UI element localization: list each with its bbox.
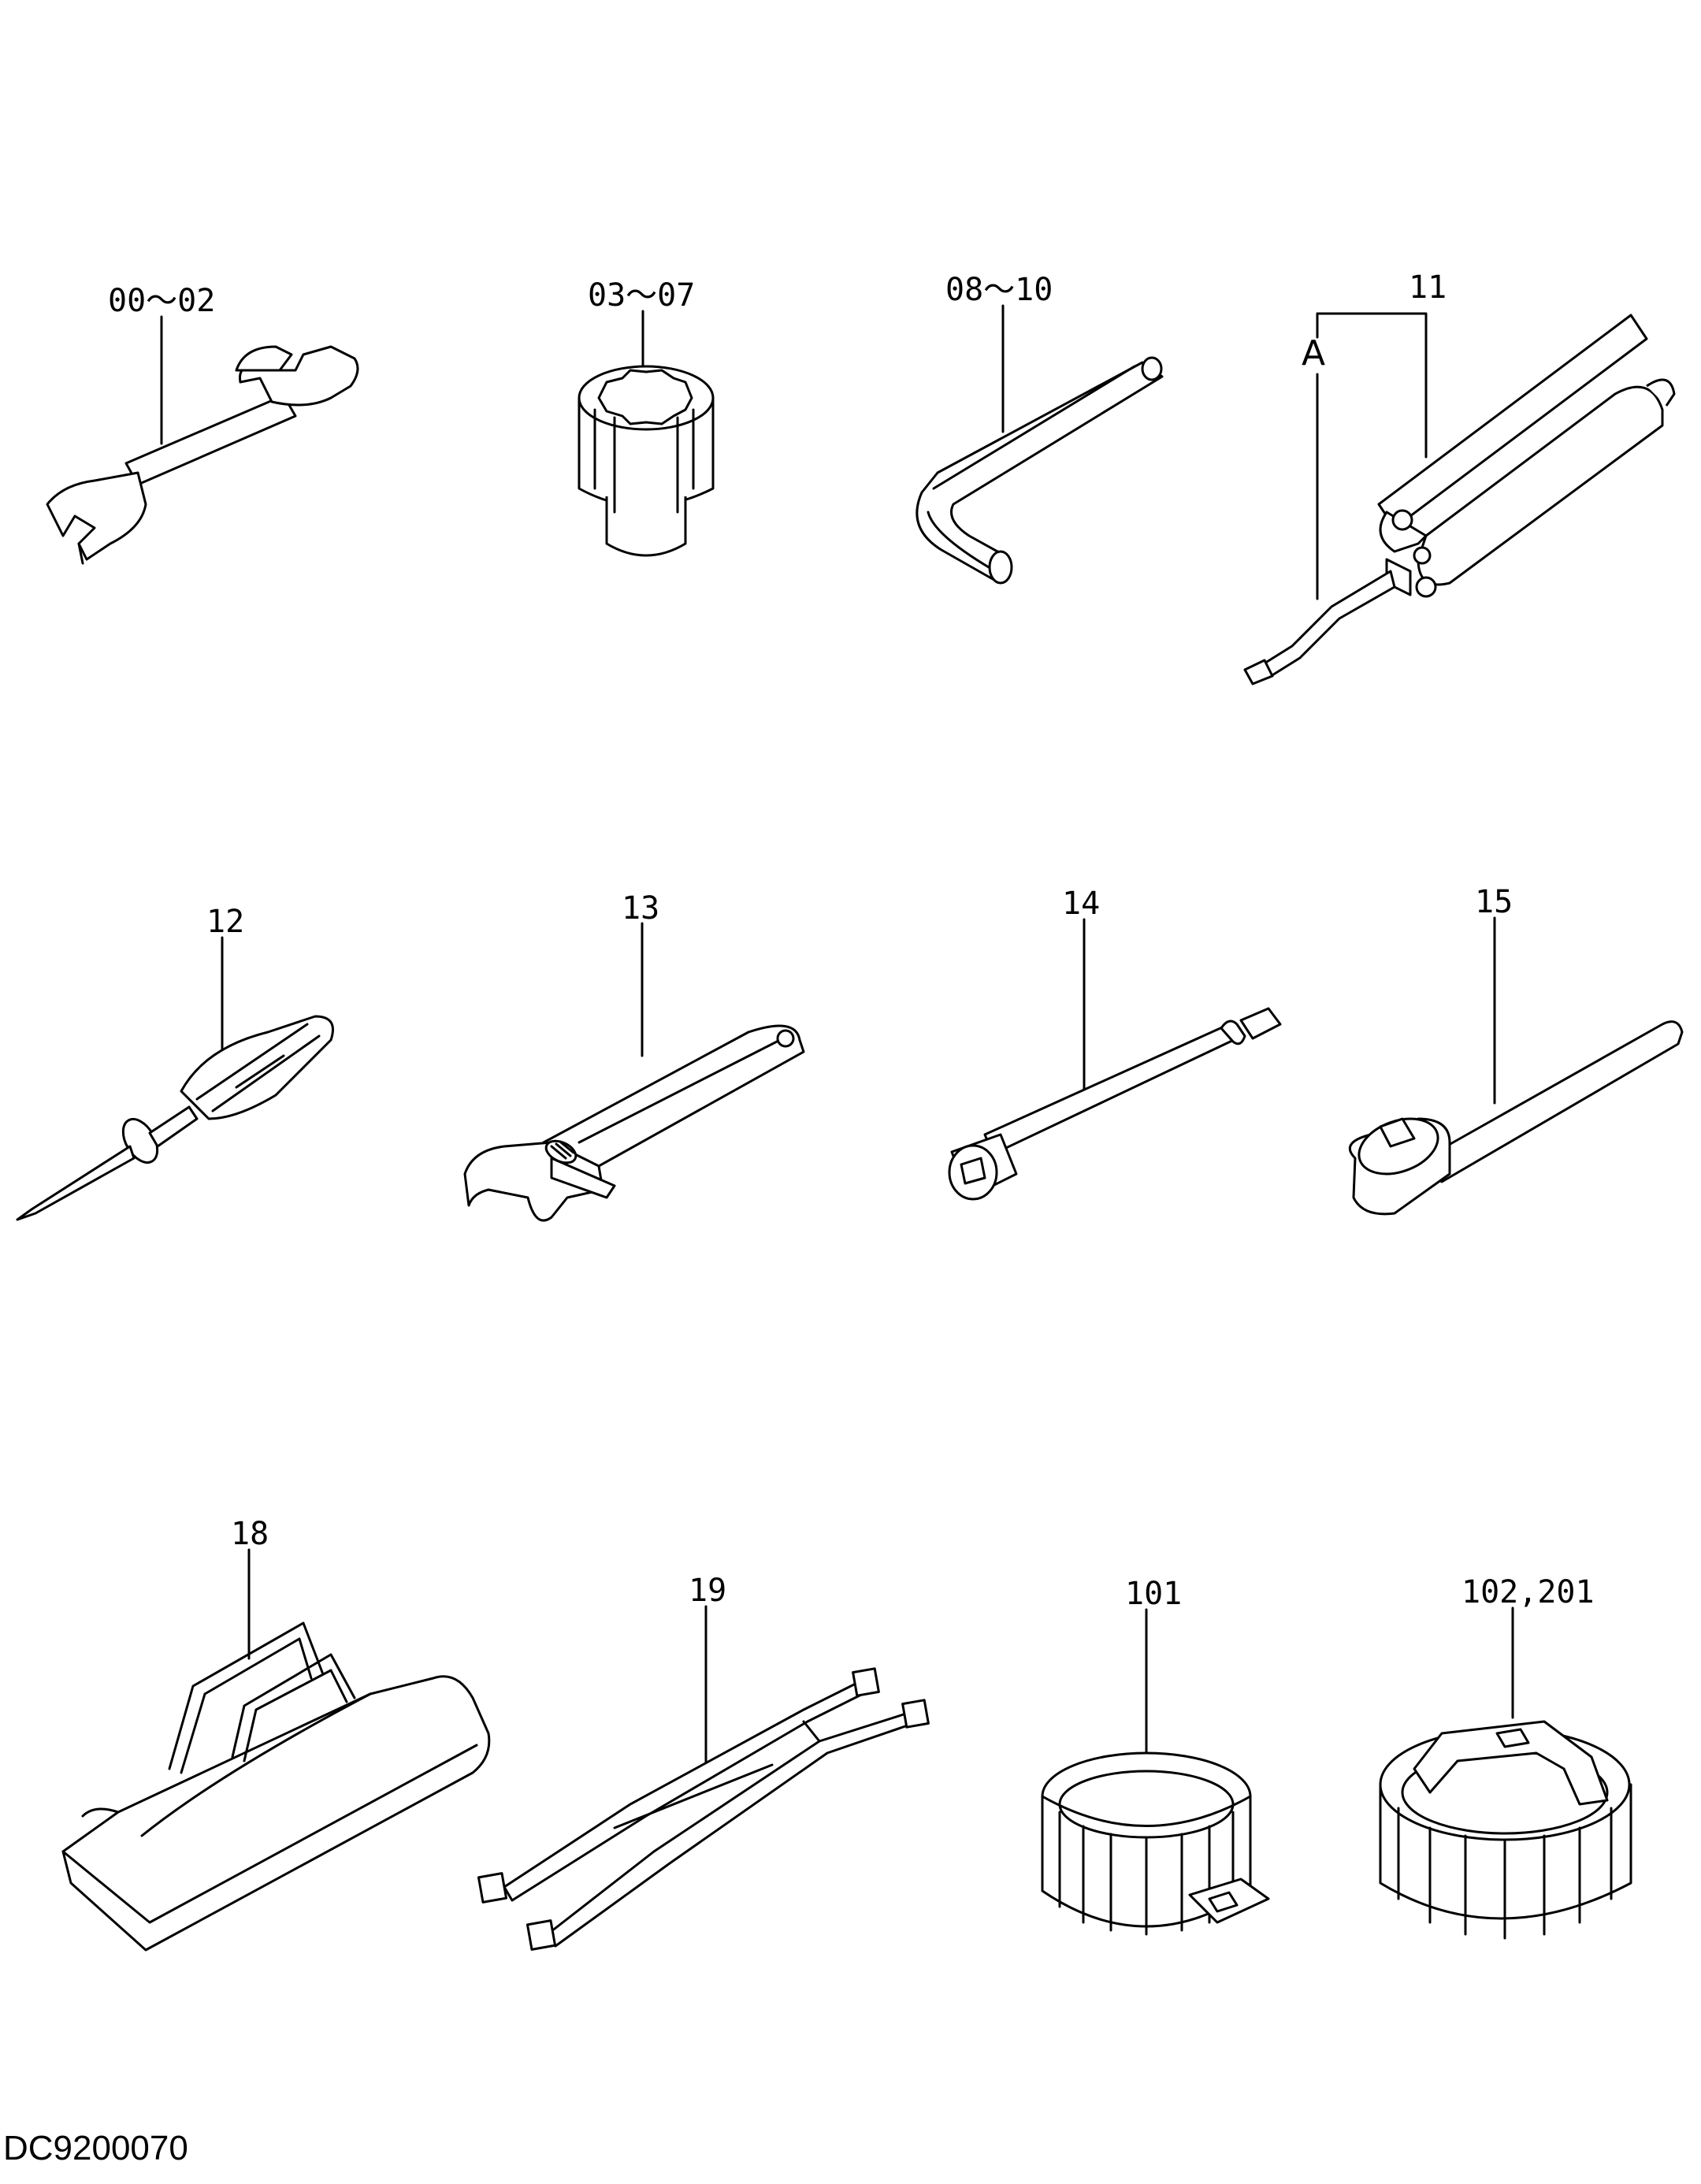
socket: 03～07 xyxy=(578,277,715,557)
drawing-code: DC9200070 xyxy=(3,2129,188,2167)
filter-wrench-band: 101 xyxy=(1041,1576,1270,1936)
open-end-wrench: 00～02 xyxy=(46,283,359,565)
label-12: 12 xyxy=(206,904,244,940)
label-03-07: 03～07 xyxy=(588,277,695,314)
hex-key: 08～10 xyxy=(915,272,1164,585)
label-A: A xyxy=(1302,333,1325,373)
label-00-02: 00～02 xyxy=(108,283,215,319)
extension-bar: 14 xyxy=(948,886,1282,1201)
label-13: 13 xyxy=(622,890,659,927)
label-15: 15 xyxy=(1475,884,1513,920)
label-11: 11 xyxy=(1409,269,1447,306)
strap: 19 xyxy=(477,1573,930,1951)
screwdriver: 12 xyxy=(16,904,334,1221)
label-14: 14 xyxy=(1062,886,1100,922)
grease-gun: 11 A xyxy=(1243,269,1676,685)
ratchet: 15 xyxy=(1348,884,1684,1216)
label-102-201: 102,201 xyxy=(1461,1574,1595,1610)
label-08-10: 08～10 xyxy=(945,272,1053,308)
label-19: 19 xyxy=(689,1573,726,1609)
label-101: 101 xyxy=(1125,1576,1182,1612)
adjustable-wrench: 13 xyxy=(463,890,805,1222)
filter-wrench-cap: 102,201 xyxy=(1379,1574,1632,1940)
label-18: 18 xyxy=(231,1516,269,1552)
tool-bag: 18 xyxy=(61,1516,491,1952)
